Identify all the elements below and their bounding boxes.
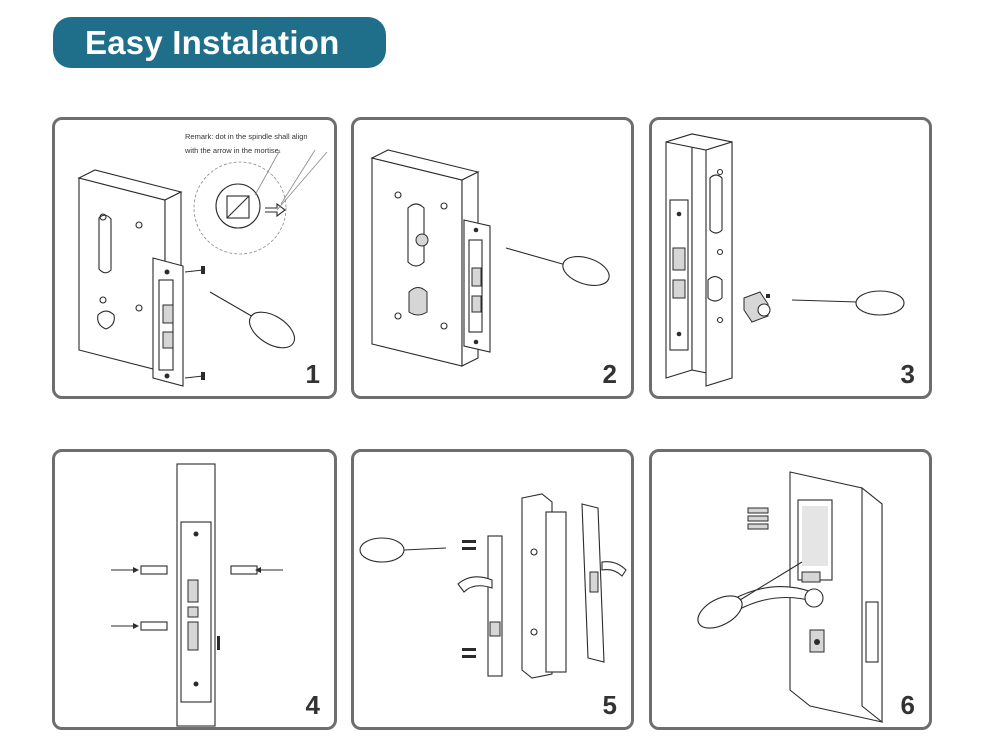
screw-icon bbox=[462, 540, 476, 658]
step-1-number: 1 bbox=[305, 359, 320, 389]
door-handle-icon bbox=[457, 535, 503, 677]
remark-line-1: Remark: dot in the spindle shall align bbox=[185, 132, 308, 141]
step-2-panel: 2 bbox=[351, 117, 634, 399]
step-2-number: 2 bbox=[602, 359, 617, 389]
screw-icon bbox=[184, 266, 205, 380]
door-edge bbox=[521, 493, 567, 679]
step-3-illustration bbox=[665, 133, 905, 387]
spindle-detail bbox=[193, 149, 328, 255]
remark-line-2: with the arrow in the mortise. bbox=[185, 146, 281, 155]
lock-mortise-icon bbox=[152, 257, 184, 387]
door-edge bbox=[176, 463, 220, 727]
cylinder-icon bbox=[743, 291, 771, 323]
step-4-number: 4 bbox=[305, 690, 320, 720]
step-3-panel: 3 bbox=[649, 117, 932, 399]
door-block bbox=[370, 149, 480, 367]
step-6-illustration bbox=[697, 471, 883, 724]
step-1-remark: Remark: dot in the spindle shall align w… bbox=[185, 130, 334, 158]
step-2-illustration bbox=[370, 149, 610, 367]
screwdriver-icon bbox=[359, 537, 447, 563]
arrow-icon bbox=[111, 565, 283, 631]
lock-mortise-icon bbox=[463, 219, 491, 353]
lock-mortise-icon bbox=[669, 199, 689, 351]
door-block bbox=[789, 471, 883, 724]
step-1-illustration bbox=[77, 149, 328, 387]
step-5-illustration bbox=[359, 493, 627, 679]
screwdriver-icon bbox=[791, 290, 905, 316]
step-6-panel: 6 bbox=[649, 449, 932, 730]
step-4-panel: 4 bbox=[52, 449, 337, 730]
step-3-number: 3 bbox=[900, 359, 915, 389]
step-4-illustration bbox=[111, 463, 283, 727]
step-5-number: 5 bbox=[602, 690, 617, 720]
screwdriver-icon bbox=[505, 247, 610, 286]
step-1-panel: Remark: dot in the spindle shall align w… bbox=[52, 117, 337, 399]
screwdriver-icon bbox=[697, 561, 803, 629]
lock-body-icon bbox=[581, 503, 627, 663]
page-title: Easy Instalation bbox=[53, 17, 386, 68]
screwdriver-icon bbox=[209, 291, 296, 349]
step-5-panel: 5 bbox=[351, 449, 634, 730]
screw-icon bbox=[747, 507, 769, 530]
door-block bbox=[665, 133, 733, 387]
step-6-number: 6 bbox=[900, 690, 915, 720]
